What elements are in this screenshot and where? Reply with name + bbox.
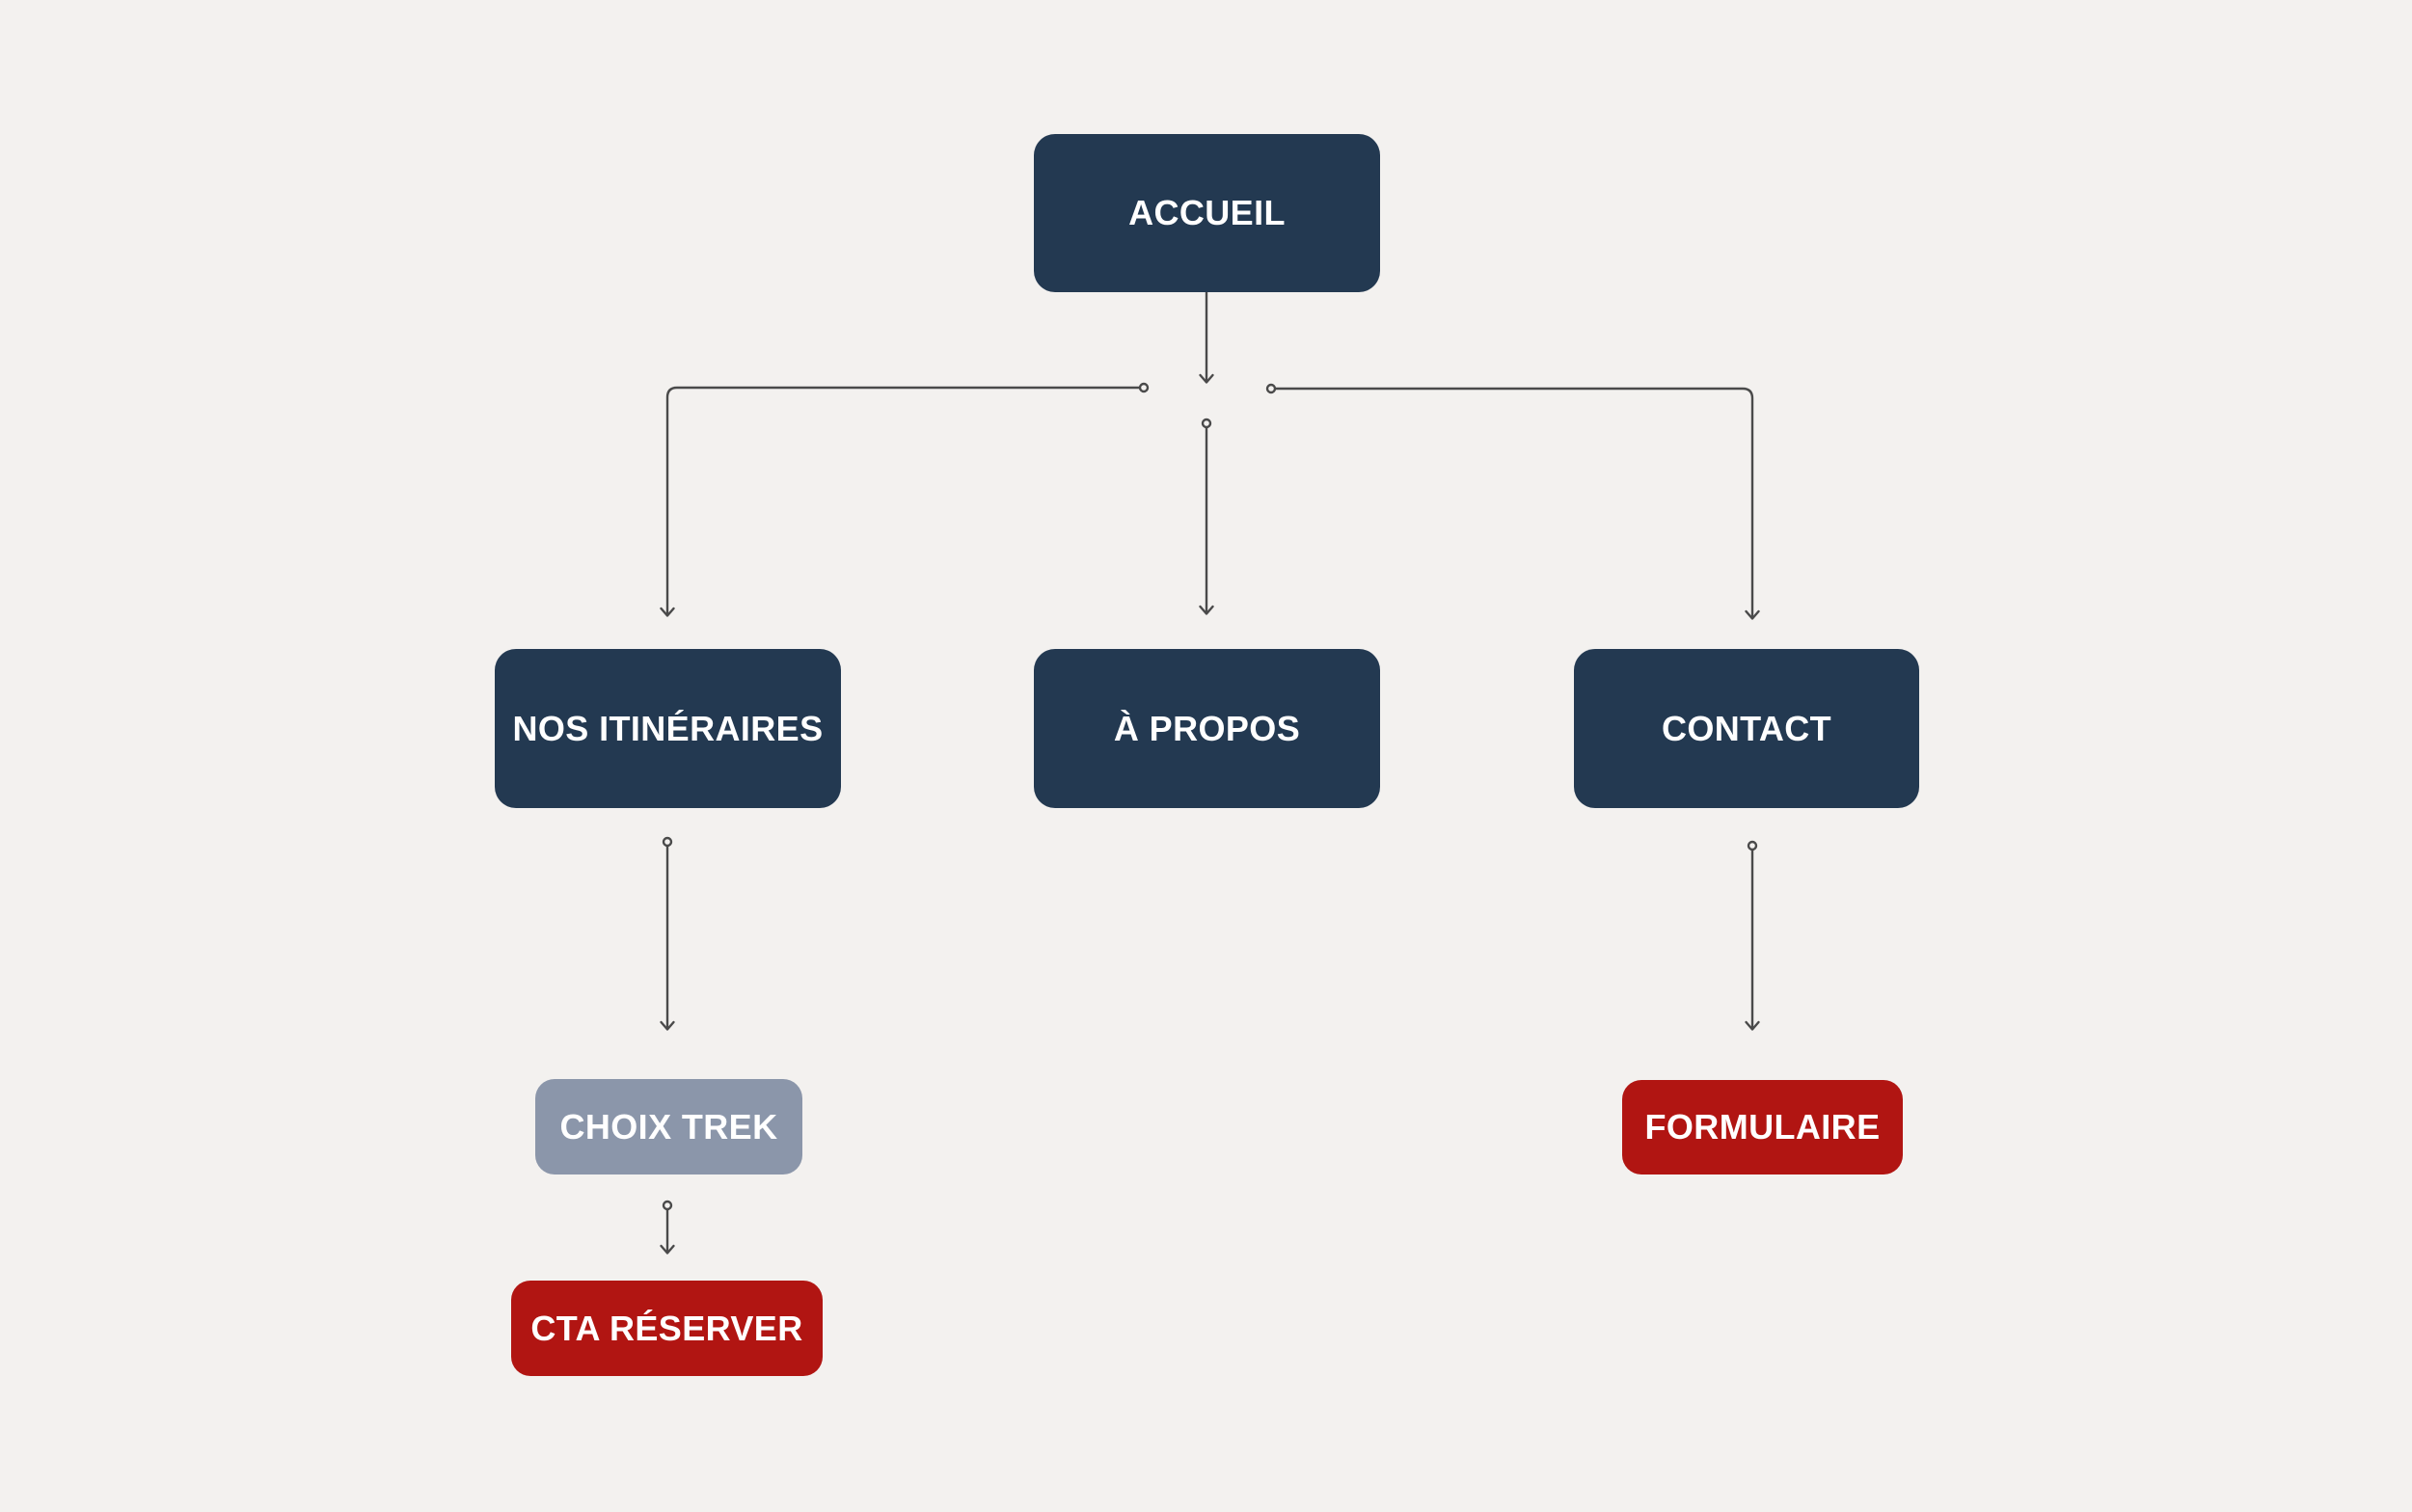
edge-accueil-to-a-propos: [1199, 418, 1214, 615]
node-a-propos[interactable]: À PROPOS: [1034, 649, 1380, 808]
node-formulaire-label: FORMULAIRE: [1644, 1107, 1881, 1147]
edge-accueil-to-nos-itineraires: [660, 382, 1150, 617]
edge-start-ring: [1265, 383, 1277, 394]
edge-nos-itineraires-to-choix-trek: [660, 836, 675, 1031]
node-accueil-label: ACCUEIL: [1128, 193, 1286, 232]
node-formulaire[interactable]: FORMULAIRE: [1622, 1080, 1903, 1174]
node-choix-trek-label: CHOIX TREK: [559, 1106, 778, 1147]
node-contact[interactable]: CONTACT: [1574, 649, 1919, 808]
edge-start-ring: [1201, 418, 1212, 429]
node-cta-reserver-label: CTA RÉSERVER: [530, 1308, 803, 1348]
edge-start-ring: [662, 1200, 673, 1211]
edge-accueil-stem: [1199, 283, 1214, 384]
node-contact-label: CONTACT: [1661, 708, 1832, 748]
edge-start-ring: [662, 836, 673, 848]
node-accueil[interactable]: ACCUEIL: [1034, 134, 1380, 292]
node-choix-trek[interactable]: CHOIX TREK: [535, 1079, 802, 1174]
node-nos-itineraires[interactable]: NOS ITINÉRAIRES: [495, 649, 841, 808]
edge-choix-trek-to-cta-reserver: [660, 1200, 675, 1255]
edge-contact-to-formulaire: [1745, 840, 1760, 1031]
edge-start-ring: [1138, 382, 1150, 393]
node-nos-itineraires-label: NOS ITINÉRAIRES: [512, 708, 824, 748]
node-a-propos-label: À PROPOS: [1113, 708, 1301, 748]
edge-start-ring: [1747, 840, 1758, 851]
edge-accueil-to-contact: [1265, 383, 1760, 620]
node-cta-reserver[interactable]: CTA RÉSERVER: [511, 1281, 823, 1376]
